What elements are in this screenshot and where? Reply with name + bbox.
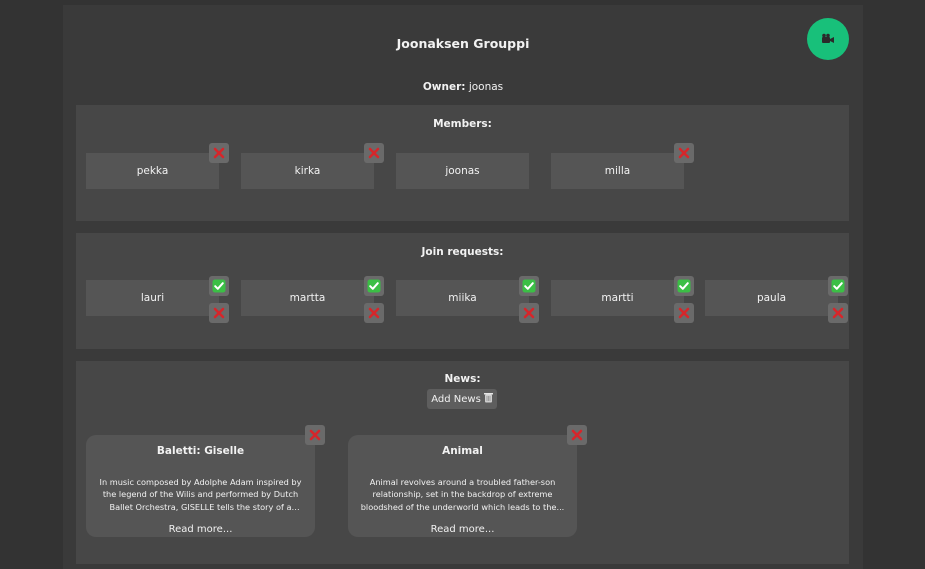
group-panel: Joonaksen Grouppi Owner: joonas Members:… <box>63 5 863 569</box>
member-name: pekka <box>136 165 169 177</box>
request-card: lauri <box>86 280 219 316</box>
request-card: paula <box>705 280 838 316</box>
reject-request-button[interactable] <box>828 303 848 323</box>
members-title: Members: <box>433 118 492 130</box>
member-card: milla <box>551 153 684 189</box>
news-card-title: Baletti: Giselle <box>156 445 245 457</box>
approve-request-button[interactable] <box>209 276 229 296</box>
red-x-icon <box>832 307 844 319</box>
approve-request-button[interactable] <box>364 276 384 296</box>
red-x-icon <box>523 307 535 319</box>
check-icon <box>212 279 226 293</box>
owner-line: Owner: joonas <box>63 81 863 93</box>
reject-request-button[interactable] <box>519 303 539 323</box>
red-x-icon <box>678 307 690 319</box>
check-icon <box>677 279 691 293</box>
delete-news-button[interactable] <box>567 425 587 445</box>
member-name: milla <box>604 165 631 177</box>
request-name: lauri <box>140 292 165 304</box>
check-icon <box>831 279 845 293</box>
news-card-title: Animal <box>442 445 483 457</box>
request-name: martti <box>601 292 634 304</box>
news-card: Baletti: Giselle In music composed by Ad… <box>86 435 315 537</box>
read-more-link[interactable]: Read more... <box>168 524 233 535</box>
request-name: miika <box>448 292 477 304</box>
reject-request-button[interactable] <box>209 303 229 323</box>
remove-member-button[interactable] <box>674 143 694 163</box>
page-title: Joonaksen Grouppi <box>396 36 530 51</box>
members-section: Members: pekka kirka joonas milla <box>76 105 849 221</box>
request-card: martti <box>551 280 684 316</box>
owner-name: joonas <box>468 81 504 93</box>
approve-request-button[interactable] <box>674 276 694 296</box>
member-card: joonas <box>396 153 529 189</box>
remove-member-button[interactable] <box>364 143 384 163</box>
wastebasket-icon <box>483 392 493 406</box>
reject-request-button[interactable] <box>364 303 384 323</box>
add-news-button[interactable]: Add News <box>427 389 497 409</box>
request-card: miika <box>396 280 529 316</box>
remove-member-button[interactable] <box>209 143 229 163</box>
member-name: joonas <box>445 165 480 177</box>
red-x-icon <box>368 147 380 159</box>
red-x-icon <box>213 307 225 319</box>
red-x-icon <box>309 429 321 441</box>
request-name: paula <box>756 292 787 304</box>
member-card: pekka <box>86 153 219 189</box>
approve-request-button[interactable] <box>828 276 848 296</box>
add-news-label: Add News <box>431 393 481 405</box>
video-call-button[interactable] <box>807 18 849 60</box>
reject-request-button[interactable] <box>674 303 694 323</box>
read-more-link[interactable]: Read more... <box>430 524 495 535</box>
news-card: Animal Animal revolves around a troubled… <box>348 435 577 537</box>
member-card: kirka <box>241 153 374 189</box>
check-icon <box>522 279 536 293</box>
news-section: News: Add News Baletti: Giselle In music… <box>76 361 849 564</box>
red-x-icon <box>213 147 225 159</box>
check-icon <box>367 279 381 293</box>
red-x-icon <box>368 307 380 319</box>
join-requests-section: Join requests: lauri martta miika m <box>76 233 849 349</box>
red-x-icon <box>678 147 690 159</box>
red-x-icon <box>571 429 583 441</box>
request-name: martta <box>289 292 326 304</box>
news-card-body: In music composed by Adolphe Adam inspir… <box>99 477 302 512</box>
delete-news-button[interactable] <box>305 425 325 445</box>
news-title: News: <box>444 373 481 385</box>
approve-request-button[interactable] <box>519 276 539 296</box>
owner-label: Owner: <box>422 81 466 93</box>
request-card: martta <box>241 280 374 316</box>
news-card-body: Animal revolves around a troubled father… <box>360 477 565 512</box>
join-requests-title: Join requests: <box>421 246 504 258</box>
member-name: kirka <box>294 165 321 177</box>
video-camera-icon <box>821 30 835 49</box>
